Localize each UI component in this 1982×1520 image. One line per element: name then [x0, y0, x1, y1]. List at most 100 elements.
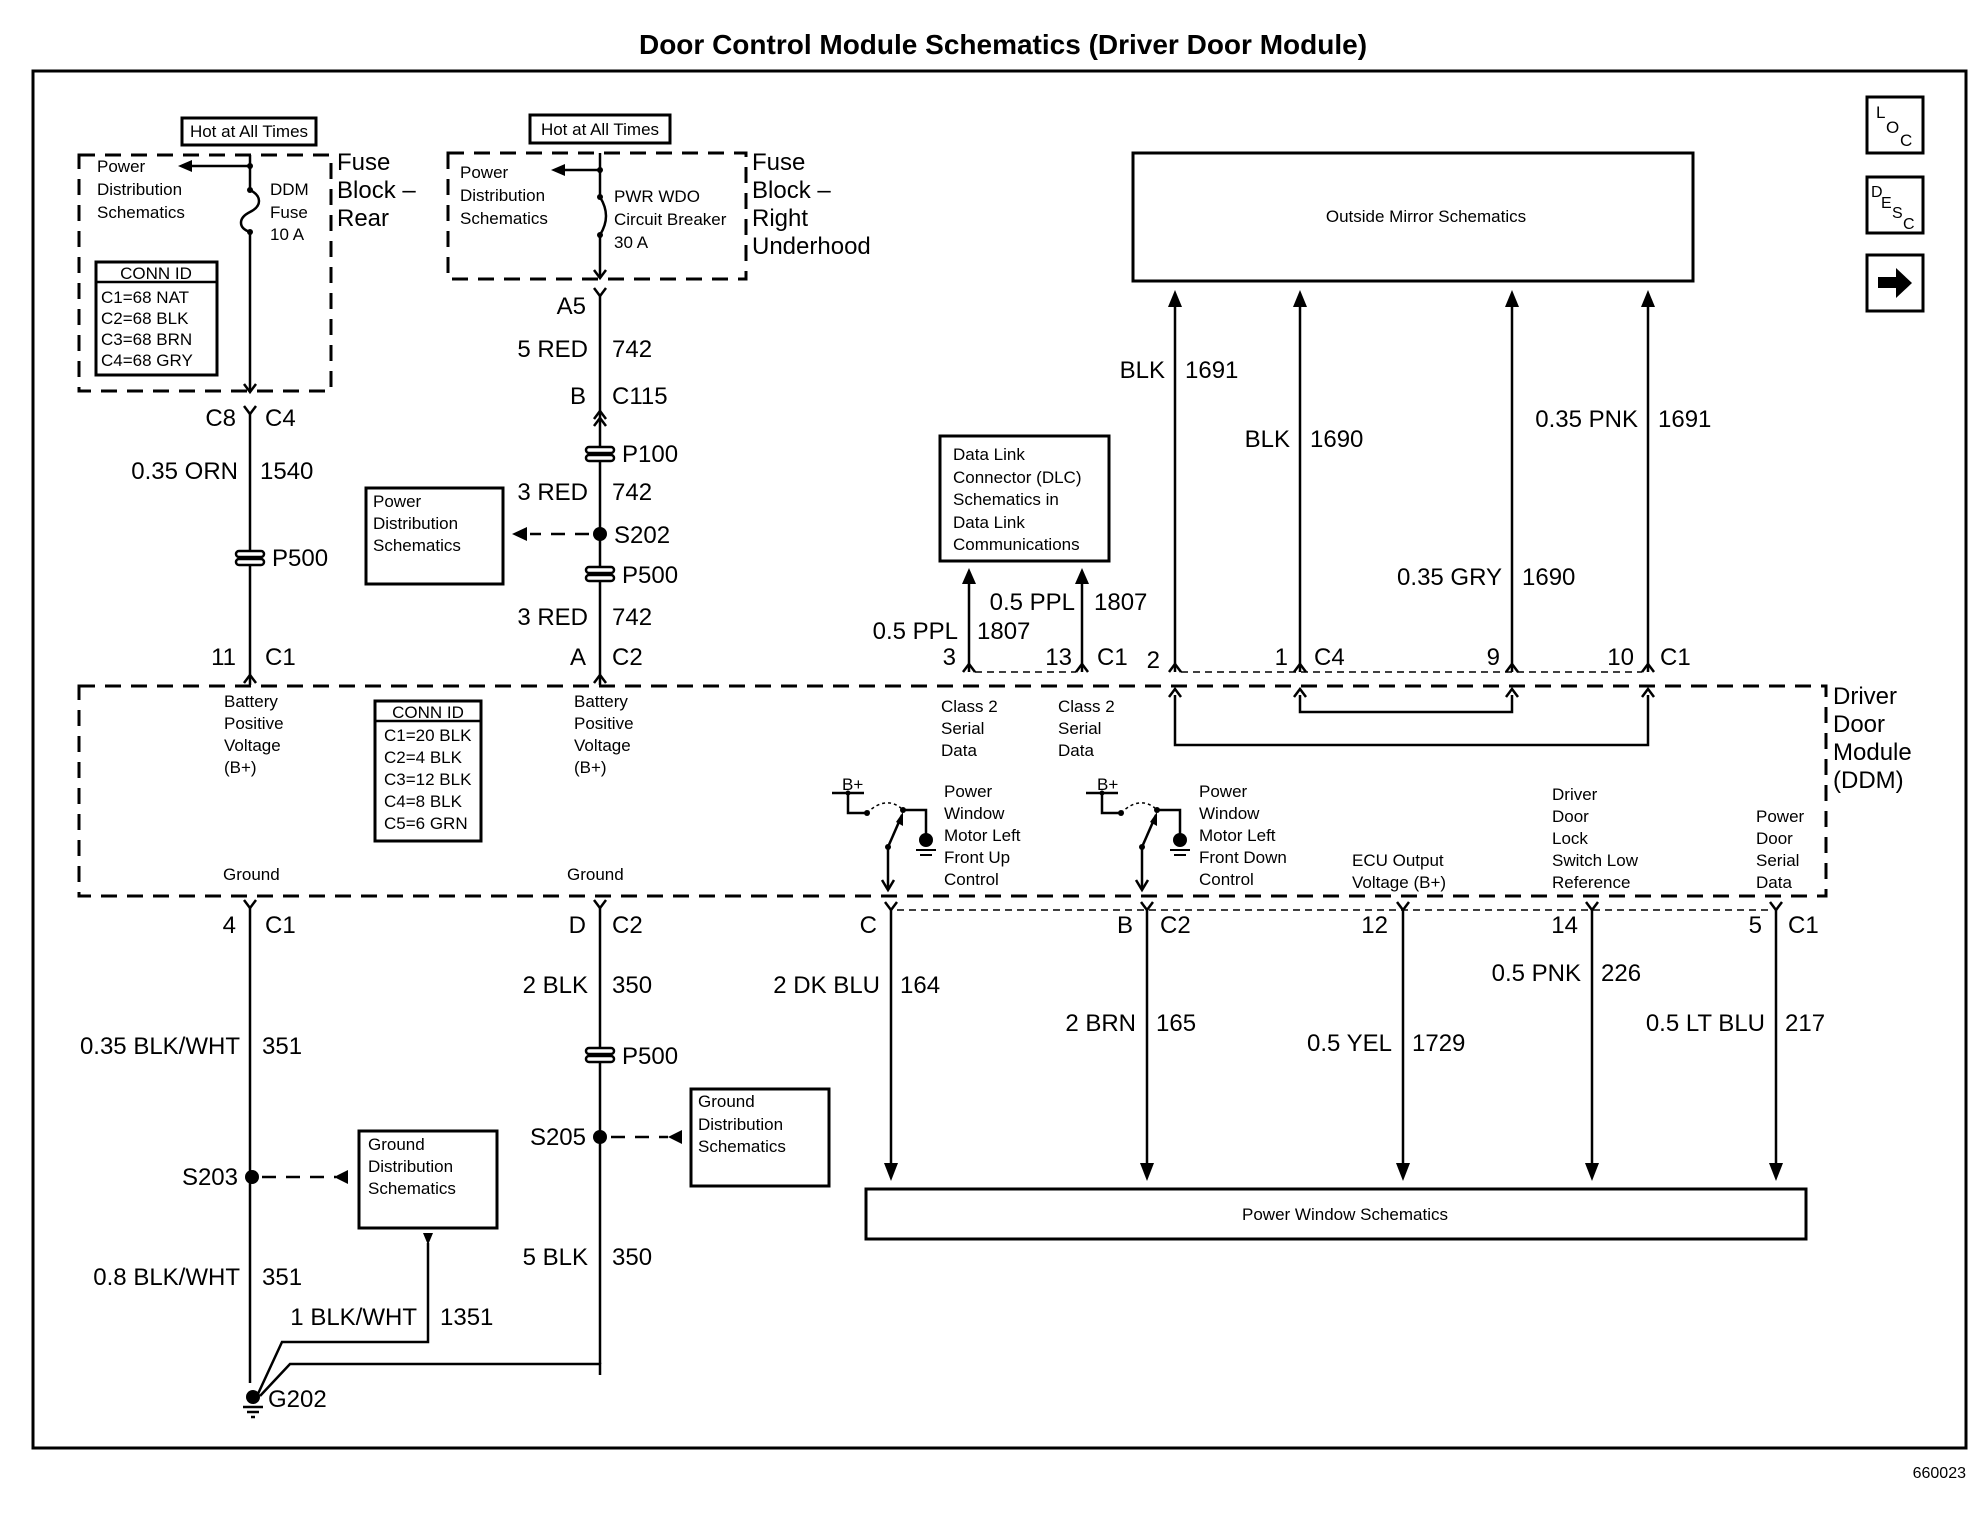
ground-distribution-link-1[interactable]: Ground Distribution Schematics: [357, 1129, 499, 1230]
desc-letter-d: D: [1871, 184, 1883, 201]
arrow-up-icon: [1505, 290, 1519, 307]
connector-label: C115: [612, 383, 668, 410]
connector-label: C2: [612, 644, 643, 671]
internal-loop-outer: [1173, 695, 1650, 747]
pin-desc: Lock: [1552, 829, 1588, 848]
circuit-breaker-icon: [597, 194, 608, 238]
ddm-label: Door: [1833, 711, 1885, 738]
ref-text: Schematics: [373, 536, 461, 555]
ref-text: Schematics: [368, 1179, 456, 1198]
wire-color: 2 BRN: [1065, 1010, 1136, 1037]
connector-label: C4: [1314, 644, 1345, 671]
wire-color: BLK: [1120, 357, 1165, 384]
internal-loop-inner: [1298, 695, 1514, 714]
pin-desc: Ground: [567, 865, 624, 884]
conn-id-row: C2=68 BLK: [101, 309, 189, 328]
loc-button[interactable]: L O C: [1865, 95, 1925, 155]
ddm-outline: [77, 684, 1828, 898]
outside-mirror-link[interactable]: Outside Mirror Schematics: [1131, 151, 1695, 283]
ground-icon: [919, 833, 933, 847]
inline-connector-p500: [584, 1046, 616, 1064]
ref-text: Communications: [953, 535, 1080, 554]
connector-label: C1: [1660, 644, 1691, 671]
desc-letter-e: E: [1881, 195, 1892, 212]
fuse-label: DDM: [270, 180, 309, 199]
pin-desc: Data: [941, 741, 977, 760]
desc-letter-s: S: [1892, 205, 1903, 222]
inline-connector-label: P500: [272, 545, 328, 572]
power-distribution-link[interactable]: Power Distribution Schematics: [97, 157, 185, 222]
power-distribution-link-mid[interactable]: Power Distribution Schematics: [364, 486, 505, 586]
circuit-number: 351: [262, 1264, 302, 1291]
pin-label: 1: [1275, 644, 1288, 671]
hot-at-all-times-badge: [528, 113, 672, 145]
desc-letter-c: C: [1903, 216, 1915, 233]
pin-desc: Switch Low: [1552, 851, 1639, 870]
circuit-number: 226: [1601, 960, 1641, 987]
ground-wire-1351: [255, 1243, 430, 1397]
inline-connector-p500: [234, 549, 266, 567]
arrow-up-icon: [962, 568, 976, 584]
conn-id-row: C4=68 GRY: [101, 351, 193, 370]
ref-text: Schematics: [97, 203, 185, 222]
circuit-number: 1351: [440, 1304, 493, 1331]
splice-label: S202: [614, 522, 670, 549]
wire-color: 0.5 LT BLU: [1646, 1010, 1765, 1037]
switch-label: Motor Left: [944, 826, 1021, 845]
circuit-number: 1540: [260, 458, 313, 485]
ref-text: Data Link: [953, 445, 1025, 464]
wire-color: 2 DK BLU: [773, 972, 880, 999]
fuse-block-rear-label: Block –: [337, 177, 416, 204]
pin-desc: Door: [1756, 829, 1793, 848]
circuit-number: 350: [612, 1244, 652, 1271]
splice-label: S205: [530, 1124, 586, 1151]
fuse-block-label: Underhood: [752, 233, 871, 260]
switch-label: Control: [944, 870, 999, 889]
conn-id-header: CONN ID: [120, 264, 192, 283]
hot-at-all-times-badge: [180, 116, 318, 147]
switch-label: Power: [1199, 782, 1248, 801]
circuit-number: 1690: [1522, 564, 1575, 591]
pin-desc: Positive: [224, 714, 284, 733]
inline-connector-label: P500: [622, 1043, 678, 1070]
ref-text: Distribution: [97, 180, 182, 199]
next-button[interactable]: [1865, 253, 1925, 313]
ground-point-label: G202: [268, 1386, 327, 1413]
power-distribution-link[interactable]: Power Distribution Schematics: [460, 163, 548, 228]
connector-label: C1: [265, 912, 296, 939]
pin-desc: Ground: [223, 865, 280, 884]
loc-letter-l: L: [1876, 103, 1885, 122]
fuse-icon: [239, 187, 261, 235]
ground-distribution-link-2[interactable]: Ground Distribution Schematics: [689, 1087, 831, 1188]
circuit-number: 742: [612, 479, 652, 506]
pin-label: 3: [943, 644, 956, 671]
desc-button[interactable]: D E S C: [1865, 175, 1925, 235]
wire-color: 1 BLK/WHT: [290, 1304, 417, 1331]
ref-text: Outside Mirror Schematics: [1326, 207, 1526, 226]
pin-desc: Class 2: [1058, 697, 1115, 716]
wire-color: 0.35 ORN: [131, 458, 238, 485]
power-window-wires: C B C2 12 14 5 C1 2 DK BLU 164 2 BRN 165…: [773, 901, 1825, 1181]
circuit-number: 1807: [977, 618, 1030, 645]
switch-label: Control: [1199, 870, 1254, 889]
arrow-left-icon: [551, 164, 565, 176]
dlc-link[interactable]: Data Link Connector (DLC) Schematics in …: [938, 434, 1111, 563]
ref-text: Data Link: [953, 513, 1025, 532]
left-circuit: C8 C4 0.35 ORN 1540 P500 11 C1 4 C1 0.35…: [80, 405, 348, 1383]
circuit-number: 1691: [1658, 406, 1711, 433]
ref-text: Distribution: [368, 1157, 453, 1176]
switch-front-down: B+ Power Window Motor Left Front Down Co…: [1086, 775, 1287, 893]
connector-label: C1: [265, 644, 296, 671]
connector-label: C2: [612, 912, 643, 939]
switch-label: Window: [1199, 804, 1260, 823]
wire-color: BLK: [1245, 426, 1290, 453]
pin-label: D: [569, 912, 586, 939]
ground-icon: [1173, 833, 1187, 847]
arrow-right-icon: [1878, 268, 1912, 298]
driver-door-module: Driver Door Module (DDM) Battery Positiv…: [77, 683, 1912, 898]
power-window-link[interactable]: Power Window Schematics: [864, 1187, 1808, 1241]
pin-desc: Reference: [1552, 873, 1630, 892]
breaker-label: PWR WDO: [614, 187, 700, 206]
arrow-down-icon: [1769, 1163, 1783, 1181]
